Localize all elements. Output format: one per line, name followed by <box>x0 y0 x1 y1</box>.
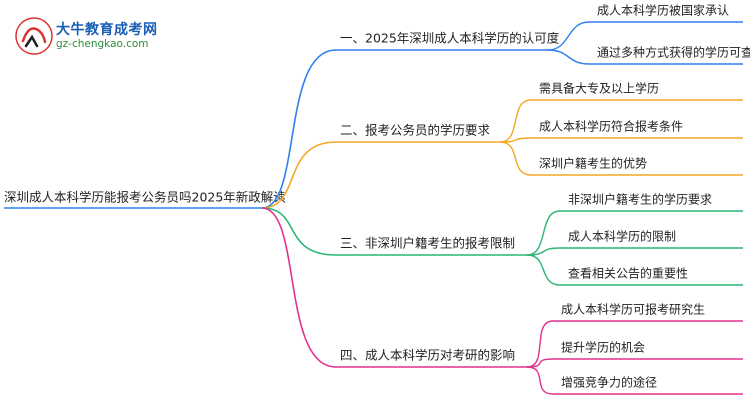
child-connector <box>547 49 590 65</box>
child-connector <box>499 141 532 176</box>
child-connector <box>547 21 590 51</box>
logo-mark-icon <box>15 17 53 55</box>
child-topic: 查看相关公告的重要性 <box>568 266 688 281</box>
child-topic: 成人本科学历可报考研究生 <box>561 302 705 317</box>
branch-topic: 一、2025年深圳成人本科学历的认可度 <box>340 31 560 46</box>
child-connector <box>499 137 532 143</box>
child-topic: 成人本科学历符合报考条件 <box>539 119 683 134</box>
child-connector <box>526 320 554 368</box>
branch-connector <box>261 141 337 209</box>
branch-connector <box>261 49 337 209</box>
child-topic: 非深圳户籍考生的学历要求 <box>568 192 712 207</box>
child-topic: 需具备大专及以上学历 <box>539 81 659 96</box>
logo-url: gz-chengkao.com <box>56 38 149 50</box>
child-topic: 提升学历的机会 <box>561 340 645 355</box>
child-connector <box>526 247 561 256</box>
root-topic: 深圳成人本科学历能报考公务员吗2025年新政解读 <box>4 190 286 205</box>
logo-title: 大牛教育成考网 <box>56 22 158 38</box>
child-topic: 深圳户籍考生的优势 <box>539 156 647 171</box>
branch-connector <box>261 207 337 256</box>
branch-topic: 三、非深圳户籍考生的报考限制 <box>340 236 515 251</box>
child-topic: 通过多种方式获得的学历可查 <box>597 45 750 60</box>
child-topic: 增强竞争力的途径 <box>561 375 657 390</box>
child-topic: 成人本科学历的限制 <box>568 229 676 244</box>
child-connector <box>526 210 561 256</box>
branch-topic: 四、成人本科学历对考研的影响 <box>340 348 515 363</box>
site-logo: 大牛教育成考网 gz-chengkao.com <box>14 16 164 56</box>
branch-connector <box>261 207 337 368</box>
child-connector <box>499 99 532 143</box>
child-connector <box>526 254 561 286</box>
child-connector <box>526 366 554 395</box>
child-topic: 成人本科学历被国家承认 <box>597 3 729 18</box>
branch-topic: 二、报考公务员的学历要求 <box>340 123 491 138</box>
